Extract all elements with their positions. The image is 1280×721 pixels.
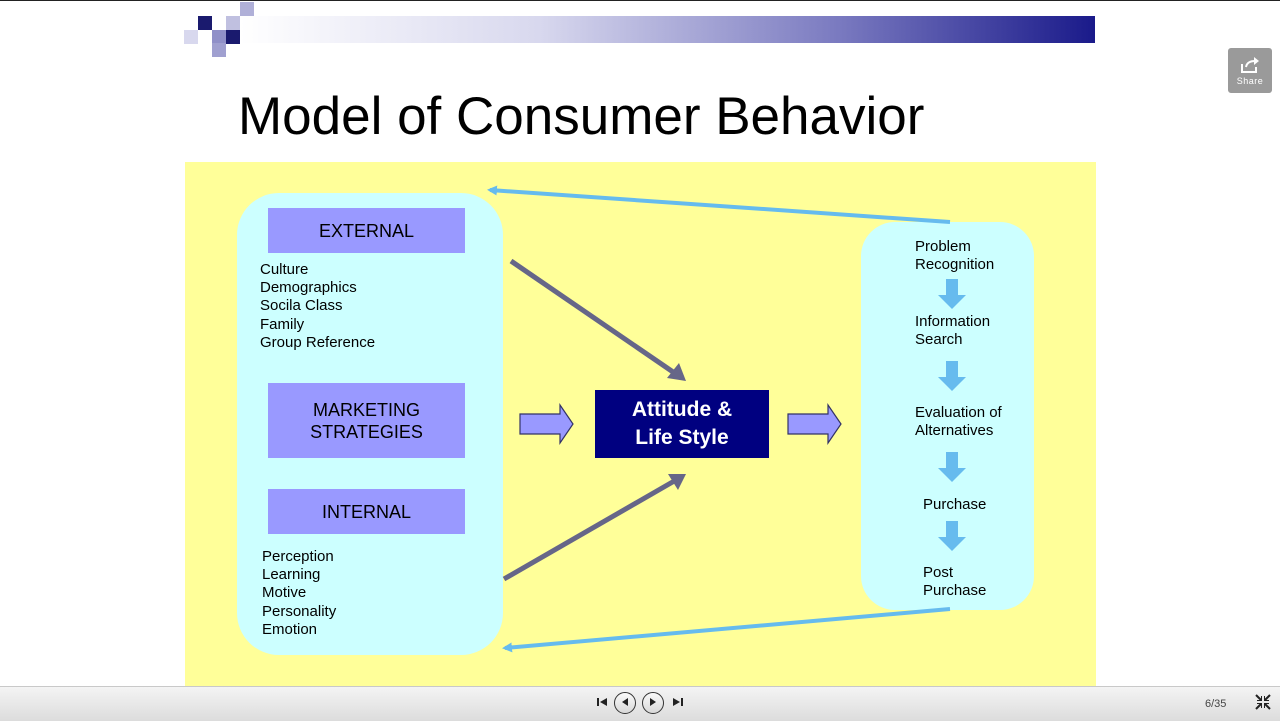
list-item: Family xyxy=(260,315,305,333)
down-arrow xyxy=(938,521,966,551)
internal-to-center-arrow xyxy=(502,477,678,582)
list-item: Demographics xyxy=(260,279,357,297)
marketing-to-center-arrow xyxy=(519,403,574,445)
attitude-lifestyle-box: Attitude & Life Style xyxy=(595,390,769,458)
down-arrow xyxy=(938,452,966,482)
top-border xyxy=(0,0,1280,1)
list-item: Group Reference xyxy=(260,333,376,351)
internal-box: INTERNAL xyxy=(268,489,465,534)
feedback-arrow-top xyxy=(487,185,951,224)
page-indicator: 6/35 xyxy=(1205,698,1227,710)
share-label: Share xyxy=(1236,76,1264,86)
step-information-search: Information Search xyxy=(915,313,991,349)
list-item: Motive xyxy=(262,584,307,602)
share-icon xyxy=(1240,56,1260,79)
skip-first-icon xyxy=(596,694,608,712)
external-box: EXTERNAL xyxy=(268,208,465,253)
next-icon xyxy=(648,694,658,712)
step-evaluation: Evaluation of Alternatives xyxy=(915,404,1002,440)
header-banner xyxy=(240,16,1095,43)
internal-arrowhead xyxy=(668,474,686,490)
external-factors-list: Culture Demographics Socila Class Family… xyxy=(260,261,375,352)
internal-factors-list: Perception Learning Motive Personality E… xyxy=(262,548,336,639)
step-post-purchase: Post Purchase xyxy=(923,564,987,600)
last-slide-button[interactable] xyxy=(671,696,685,710)
list-item: Learning xyxy=(262,566,321,584)
first-slide-button[interactable] xyxy=(595,696,609,710)
next-slide-button[interactable] xyxy=(642,692,664,714)
player-toolbar: 6/35 xyxy=(0,686,1280,721)
list-item: Socila Class xyxy=(260,297,343,315)
step-problem-recognition: Problem Recognition xyxy=(915,238,995,274)
external-arrowhead xyxy=(667,363,686,381)
exit-fullscreen-button[interactable] xyxy=(1254,693,1272,715)
external-to-center-arrow xyxy=(509,258,678,377)
exit-fullscreen-icon xyxy=(1255,693,1271,715)
previous-icon xyxy=(620,694,630,712)
feedback-arrow-bottom xyxy=(502,607,951,653)
center-to-process-arrow xyxy=(787,403,842,445)
step-purchase: Purchase xyxy=(923,496,987,513)
list-item: Culture xyxy=(260,261,309,278)
slide-title: Model of Consumer Behavior xyxy=(238,87,925,146)
share-button[interactable]: Share xyxy=(1228,48,1272,93)
down-arrow xyxy=(938,361,966,391)
list-item: Emotion xyxy=(262,620,318,638)
previous-slide-button[interactable] xyxy=(614,692,636,714)
marketing-strategies-box: MARKETING STRATEGIES xyxy=(268,383,465,458)
slide: Model of Consumer Behavior EXTERNAL Cult… xyxy=(184,2,1096,686)
down-arrow xyxy=(938,279,966,309)
skip-last-icon xyxy=(672,694,684,712)
diagram-arrows xyxy=(487,185,966,653)
list-item: Perception xyxy=(262,548,334,565)
list-item: Personality xyxy=(262,602,337,620)
